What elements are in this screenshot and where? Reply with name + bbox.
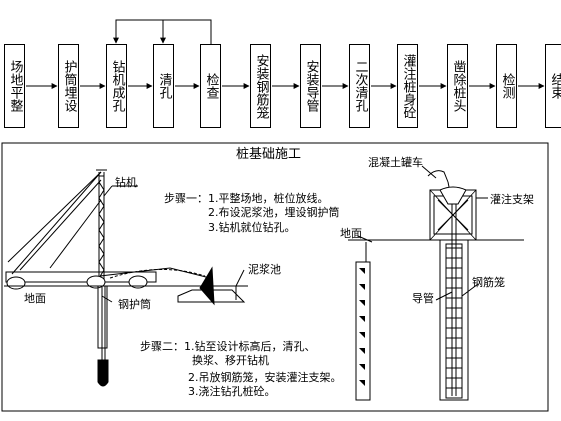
flow-step-12-label: 结束 [548, 73, 561, 99]
flow-step-6-label: 安装钢筋笼 [253, 53, 269, 119]
flow-step-11: 检测 [496, 44, 517, 128]
step-one-line-2: 2.布设泥浆池，埋设钢护筒 [208, 206, 340, 219]
flow-step-7: 安装导管 [300, 44, 321, 128]
label-concrete-truck: 混凝土罐车 [368, 156, 423, 169]
flow-step-12: 结束 [545, 44, 561, 128]
step-one-heading: 步骤一： [164, 192, 208, 205]
label-casing: 钢护筒 [118, 298, 151, 311]
flow-step-11-label: 检测 [499, 73, 515, 99]
label-mud-pit: 泥浆池 [248, 263, 281, 276]
step-two-line-2: 换浆、移开钻机 [192, 354, 269, 367]
step-two-heading: 步骤二： [140, 340, 184, 353]
flow-step-10-label: 凿除桩头 [450, 60, 466, 112]
flow-step-4: 清孔 [153, 44, 174, 128]
flow-step-8: 二次清孔 [349, 44, 370, 128]
flow-step-1-label: 场地平整 [7, 60, 23, 112]
flow-step-1: 场地平整 [4, 44, 25, 128]
flow-step-8-label: 二次清孔 [352, 60, 368, 112]
step-one-line-1: 1.平整场地，桩位放线。 [208, 192, 329, 205]
label-tremie: 导管 [412, 292, 434, 305]
flow-step-2-label: 护筒埋设 [61, 60, 77, 112]
label-ground-left: 地面 [24, 292, 46, 305]
step-two-line-4: 3.浇注钻孔桩砼。 [188, 385, 276, 398]
label-ground-right: 地面 [340, 227, 362, 240]
flow-step-2: 护筒埋设 [58, 44, 79, 128]
label-drill-rig: 钻机 [115, 176, 137, 189]
flow-step-3-label: 钻机成孔 [109, 60, 125, 112]
flow-step-3: 钻机成孔 [106, 44, 127, 128]
step-two-line-3: 2.吊放钢筋笼，安装灌注支架。 [188, 371, 342, 384]
flow-step-5: 检查 [200, 44, 221, 128]
flow-step-4-label: 清孔 [156, 73, 172, 99]
flow-step-7-label: 安装导管 [303, 60, 319, 112]
step-one-line-3: 3.钻机就位钻孔。 [208, 221, 296, 234]
flow-step-9-label: 灌注桩身砼 [400, 53, 416, 119]
panel-title: 桩基础施工 [236, 147, 302, 162]
flow-step-5-label: 检查 [203, 73, 219, 99]
flow-step-9: 灌注桩身砼 [397, 44, 418, 128]
flow-step-6: 安装钢筋笼 [250, 44, 271, 128]
step-two-line-1: 1.钻至设计标高后，清孔、 [184, 340, 316, 353]
soil-hatch [359, 268, 365, 386]
flow-step-10: 凿除桩头 [447, 44, 468, 128]
label-rebar-cage: 钢筋笼 [472, 276, 505, 289]
label-pour-frame: 灌注支架 [490, 193, 534, 206]
